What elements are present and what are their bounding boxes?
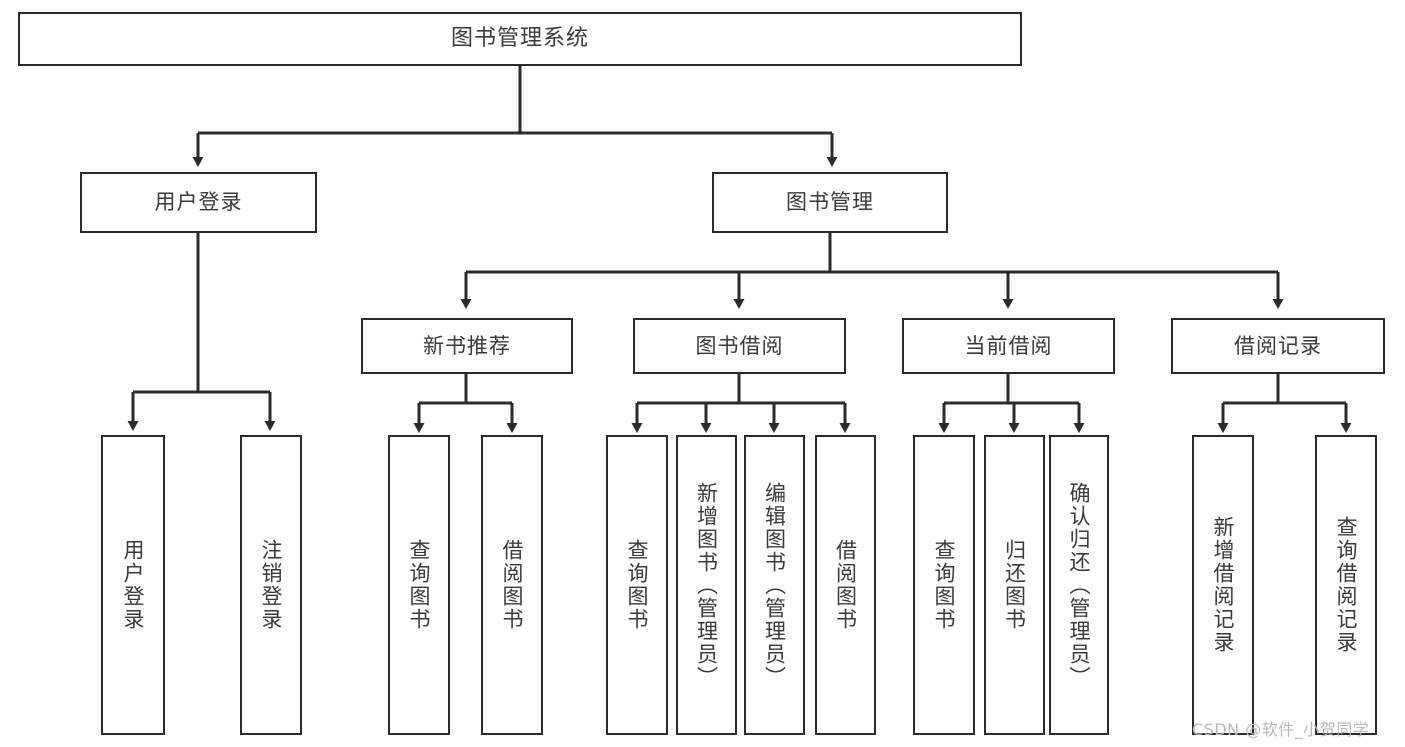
node-book-borrow[interactable]: 图书借阅 [633,318,846,374]
node-borrow-records[interactable]: 借阅记录 [1171,318,1385,374]
leaf-borrow-book-recommend-label: 借阅图书 [500,539,525,631]
leaf-query-borrow-record[interactable]: 查询借阅记录 [1315,435,1377,735]
leaf-add-book-admin-label: 新增图书（管理员） [694,481,719,689]
node-current-borrow-label: 当前借阅 [964,333,1053,358]
leaf-return-book[interactable]: 归还图书 [984,435,1045,735]
node-book-borrow-label: 图书借阅 [695,333,784,358]
node-root[interactable]: 图书管理系统 [18,12,1022,66]
leaf-user-login[interactable]: 用户登录 [101,435,165,735]
node-new-book-recommend[interactable]: 新书推荐 [361,318,573,374]
leaf-add-borrow-record[interactable]: 新增借阅记录 [1192,435,1254,735]
node-new-book-recommend-label: 新书推荐 [423,333,511,358]
leaf-query-book-recommend[interactable]: 查询图书 [388,435,450,735]
leaf-borrow-book[interactable]: 借阅图书 [815,435,876,735]
node-root-label: 图书管理系统 [450,26,589,52]
leaf-add-book-admin[interactable]: 新增图书（管理员） [676,435,737,735]
node-borrow-records-label: 借阅记录 [1234,333,1322,358]
leaf-borrow-book-label: 借阅图书 [833,539,858,631]
leaf-logout[interactable]: 注销登录 [240,435,302,735]
leaf-logout-label: 注销登录 [259,539,284,631]
leaf-query-book-recommend-label: 查询图书 [407,539,432,631]
node-book-management[interactable]: 图书管理 [712,172,948,233]
leaf-return-book-label: 归还图书 [1002,539,1027,631]
leaf-confirm-return-admin[interactable]: 确认归还（管理员） [1049,435,1109,735]
leaf-confirm-return-admin-label: 确认归还（管理员） [1067,481,1092,689]
node-user-login[interactable]: 用户登录 [80,172,317,233]
leaf-edit-book-admin-label: 编辑图书（管理员） [762,481,787,689]
leaf-edit-book-admin[interactable]: 编辑图书（管理员） [744,435,805,735]
csdn-watermark: CSDN @软件_小贺同学 [1192,720,1370,739]
leaf-query-book-borrow-label: 查询图书 [625,539,650,631]
node-user-login-label: 用户登录 [154,190,243,215]
leaf-borrow-book-recommend[interactable]: 借阅图书 [481,435,543,735]
leaf-query-book-current[interactable]: 查询图书 [913,435,975,735]
leaf-query-borrow-record-label: 查询借阅记录 [1334,516,1359,654]
leaf-query-book-current-label: 查询图书 [932,539,957,631]
leaf-query-book-borrow[interactable]: 查询图书 [606,435,668,735]
leaf-add-borrow-record-label: 新增借阅记录 [1211,516,1236,654]
node-book-management-label: 图书管理 [786,190,874,215]
node-current-borrow[interactable]: 当前借阅 [902,318,1115,374]
leaf-user-login-label: 用户登录 [121,539,146,631]
